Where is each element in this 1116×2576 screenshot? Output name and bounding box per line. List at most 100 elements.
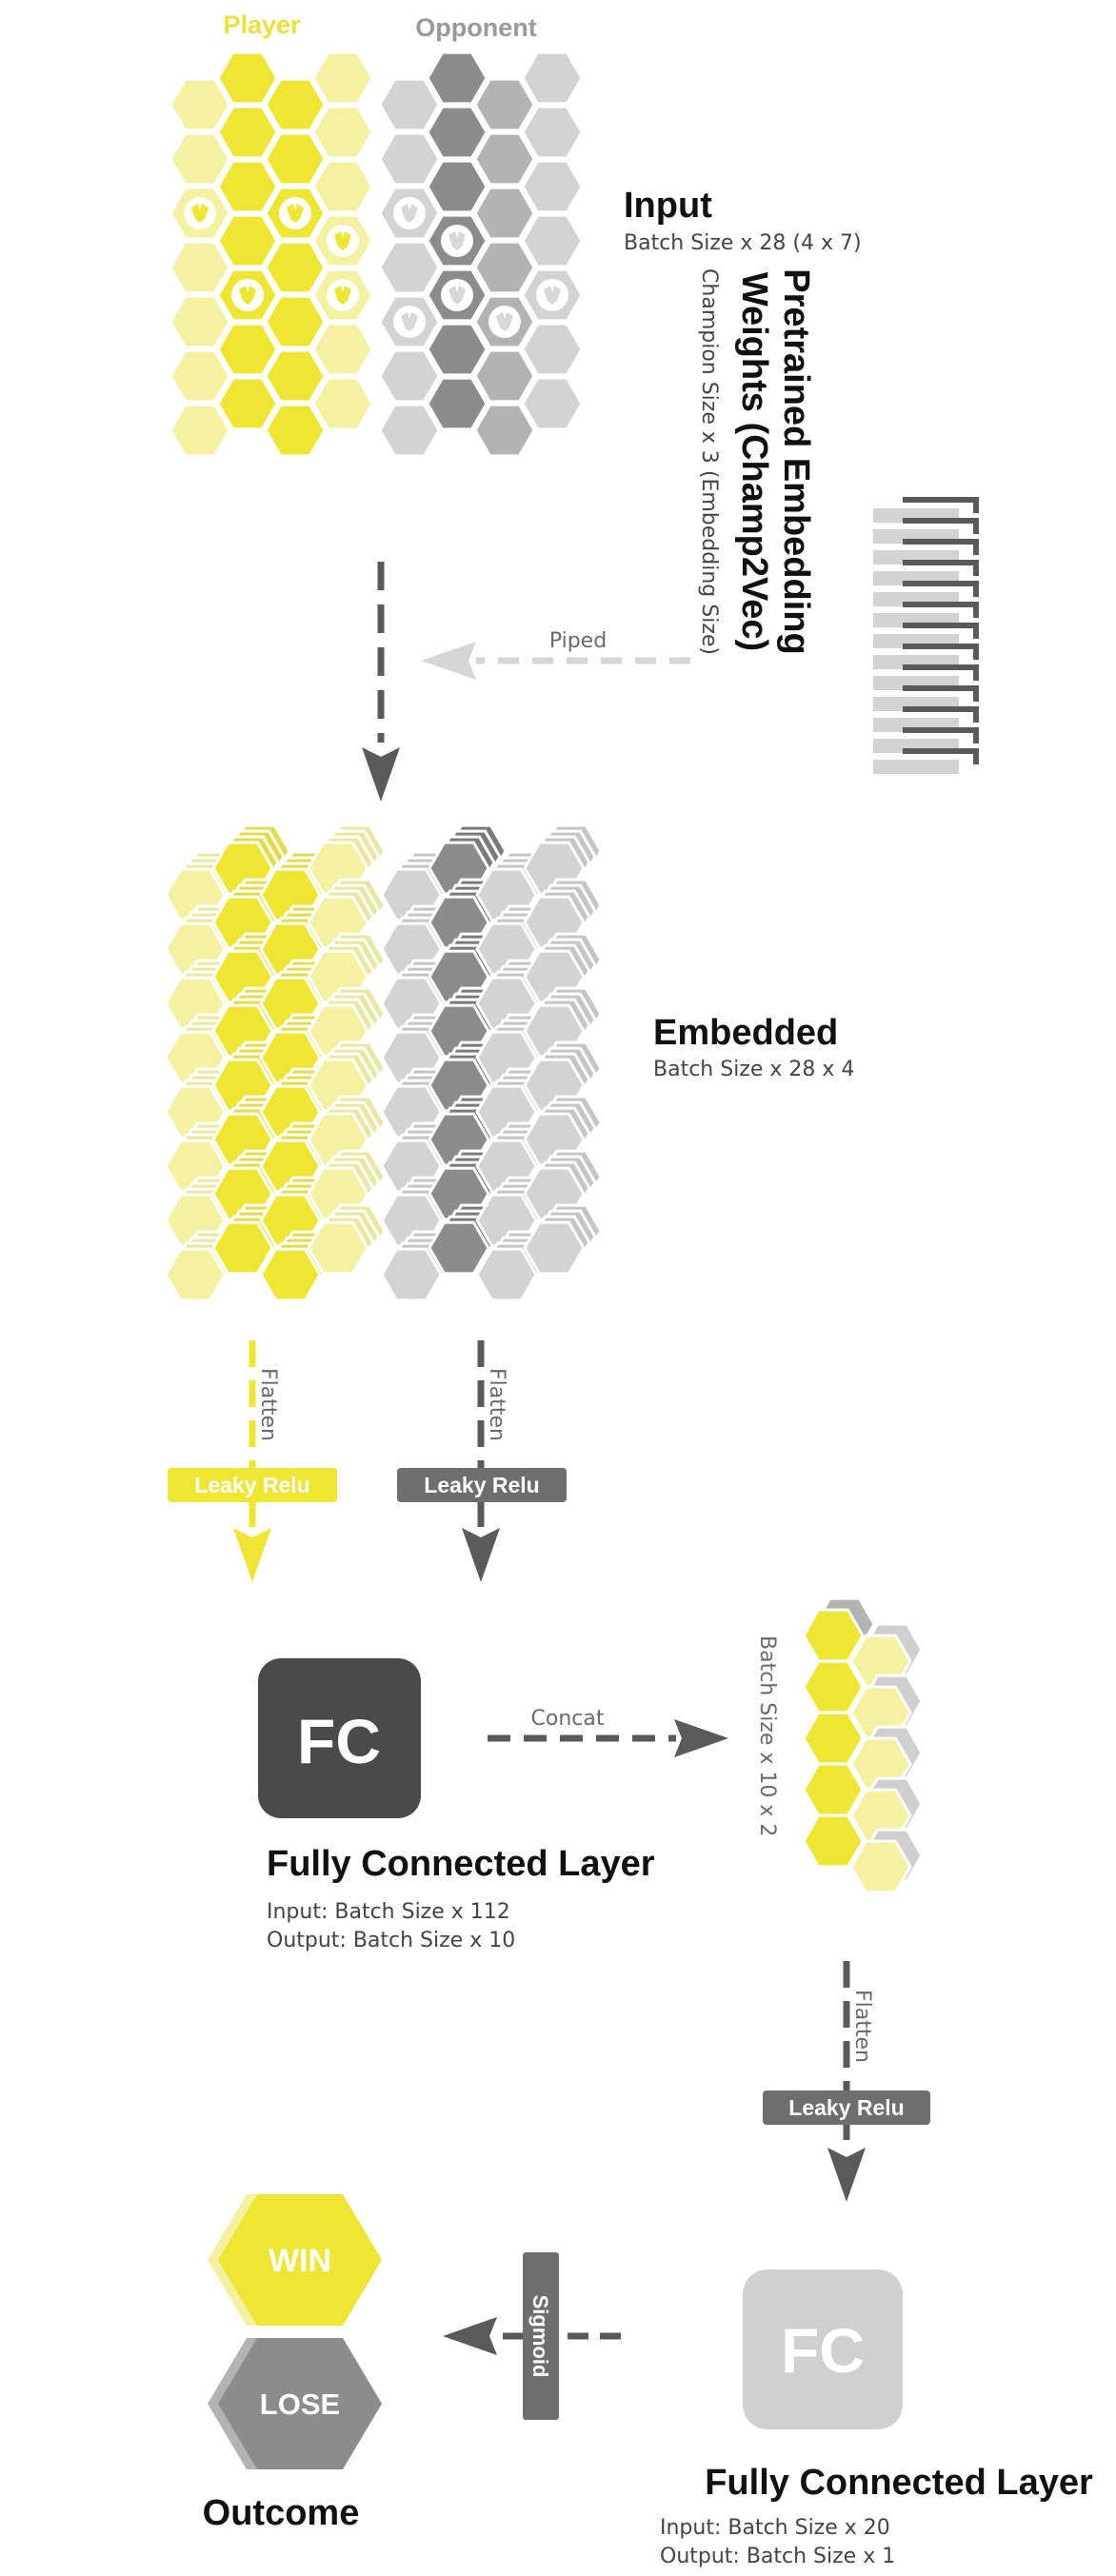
hexagon-cell xyxy=(311,105,374,160)
hexagon-cell xyxy=(164,1247,227,1302)
weight-row-shadow xyxy=(903,706,979,723)
pretrained-title-line1: Pretrained Embedding xyxy=(776,268,816,654)
hexagon-cell xyxy=(802,1813,865,1869)
arrow-left-icon xyxy=(421,642,476,680)
weight-row xyxy=(871,758,961,776)
fc-layer-2: FC Fully Connected Layer Input: Batch Si… xyxy=(660,2269,1093,2568)
pretrained-title-line2: Weights (Champ2Vec) xyxy=(734,272,774,651)
hexagon-cell xyxy=(523,1220,586,1276)
opponent-embedded-grid xyxy=(380,823,603,1302)
arrow-down-icon xyxy=(827,2148,866,2202)
concat-shape-label: Batch Size x 10 x 2 xyxy=(755,1635,779,1836)
player-flatten-label: Flatten xyxy=(256,1368,280,1441)
sigmoid-arrow: Sigmoid xyxy=(443,2252,621,2420)
arrow-right-icon xyxy=(674,1719,728,1757)
hexagon-cell xyxy=(849,1839,912,1894)
weight-row-shadow xyxy=(903,497,979,513)
concat-leaky-relu-label: Leaky Relu xyxy=(788,2095,904,2120)
outcome-title: Outcome xyxy=(203,2493,360,2533)
concat-flatten-branch: Flatten Leaky Relu xyxy=(763,1961,930,2202)
opponent-leaky-relu-badge xyxy=(397,1468,567,1502)
hexagon-cell xyxy=(473,131,536,187)
hexagon-cell xyxy=(380,1247,443,1302)
player-embedded-grid xyxy=(164,823,387,1302)
hexagon-cell xyxy=(264,131,327,187)
hexagon-cell xyxy=(311,159,374,214)
embedded-label-group: Embedded Batch Size x 28 x 4 xyxy=(653,1013,854,1081)
weight-row-shadow xyxy=(903,518,979,534)
concat-arrow: Concat xyxy=(488,1707,728,1757)
hexagon-cell xyxy=(311,50,374,106)
opponent-input-grid xyxy=(378,50,584,458)
champion-icon xyxy=(279,197,311,229)
hexagon-cell xyxy=(264,77,327,132)
hexagon-cell xyxy=(426,159,488,214)
hexagon-cell xyxy=(216,376,279,431)
champion-icon xyxy=(327,225,359,257)
input-subtitle: Batch Size x 28 (4 x 7) xyxy=(624,231,862,255)
weight-row-shadow xyxy=(903,623,979,639)
opponent-flatten-label: Flatten xyxy=(485,1368,508,1441)
hexagon-cell xyxy=(311,322,374,377)
arrow-down-icon xyxy=(362,747,400,802)
hexagon-cell xyxy=(475,1247,538,1302)
win-hex xyxy=(218,2194,382,2326)
arrow-down-icon xyxy=(233,1528,271,1582)
hexagon-cell xyxy=(473,240,536,295)
champion-icon xyxy=(184,197,216,229)
sigmoid-label: Sigmoid xyxy=(528,2295,552,2378)
hexagon-cell xyxy=(264,348,327,404)
hexagon-cell xyxy=(802,1762,865,1817)
player-leaky-relu-label: Leaky Relu xyxy=(194,1473,309,1497)
hexagon-cell xyxy=(264,240,327,295)
hexagon-cell xyxy=(521,376,584,431)
weight-row-shadow xyxy=(903,581,979,597)
embedding-weights-icon xyxy=(871,497,979,776)
weight-row-shadow xyxy=(903,685,979,702)
fc1-input: Input: Batch Size x 112 xyxy=(267,1900,510,1924)
champion-icon xyxy=(393,306,426,338)
pretrained-label-group: Pretrained Embedding Weights (Champ2Vec)… xyxy=(697,268,816,655)
hexagon-cell xyxy=(169,77,231,132)
hexagon-cell xyxy=(378,131,441,187)
weight-row-shadow xyxy=(903,560,979,576)
hexagon-cell xyxy=(426,376,488,431)
embedded-title: Embedded xyxy=(653,1013,838,1053)
hexagon-cell xyxy=(169,131,231,187)
hexagon-cell xyxy=(216,159,279,214)
hexagon-cell xyxy=(264,294,327,349)
win-label: WIN xyxy=(269,2243,331,2279)
weight-row-shadow xyxy=(903,727,979,743)
hexagon-cell xyxy=(378,403,441,458)
hexagon-cell xyxy=(169,403,231,458)
hexagon-cell xyxy=(521,213,584,268)
weight-row-shadow xyxy=(903,748,979,764)
weight-row-shadow xyxy=(903,539,979,555)
hexagon-cell xyxy=(378,348,441,404)
hexagon-cell xyxy=(426,50,488,106)
opponent-header: Opponent xyxy=(415,13,536,42)
hexagon-cell xyxy=(264,403,327,458)
input-title: Input xyxy=(624,186,712,226)
hexagon-cell xyxy=(378,240,441,295)
hexagon-cell xyxy=(211,1220,274,1276)
fc1-output: Output: Batch Size x 10 xyxy=(267,1929,515,1952)
fc1-box-text: FC xyxy=(297,1706,381,1776)
player-header: Player xyxy=(223,10,301,39)
champion-icon xyxy=(488,306,521,338)
concat-leaky-relu-badge xyxy=(763,2091,930,2125)
player-leaky-relu-badge xyxy=(168,1468,337,1502)
fc2-output: Output: Batch Size x 1 xyxy=(660,2545,895,2568)
hexagon-cell xyxy=(426,322,488,377)
weight-row-shadow xyxy=(903,602,979,618)
embedded-subtitle: Batch Size x 28 x 4 xyxy=(653,1058,854,1081)
hexagon-cell xyxy=(802,1608,865,1663)
hexagon-cell xyxy=(521,159,584,214)
pretrained-subtitle: Champion Size x 3 (Embedding Size) xyxy=(697,268,721,655)
fc1-box xyxy=(258,1658,421,1818)
opponent-flatten-branch: Flatten Leaky Relu xyxy=(397,1340,567,1582)
lose-hex xyxy=(218,2338,382,2469)
hexagon-cell xyxy=(216,322,279,377)
fc1-title: Fully Connected Layer xyxy=(267,1844,655,1884)
